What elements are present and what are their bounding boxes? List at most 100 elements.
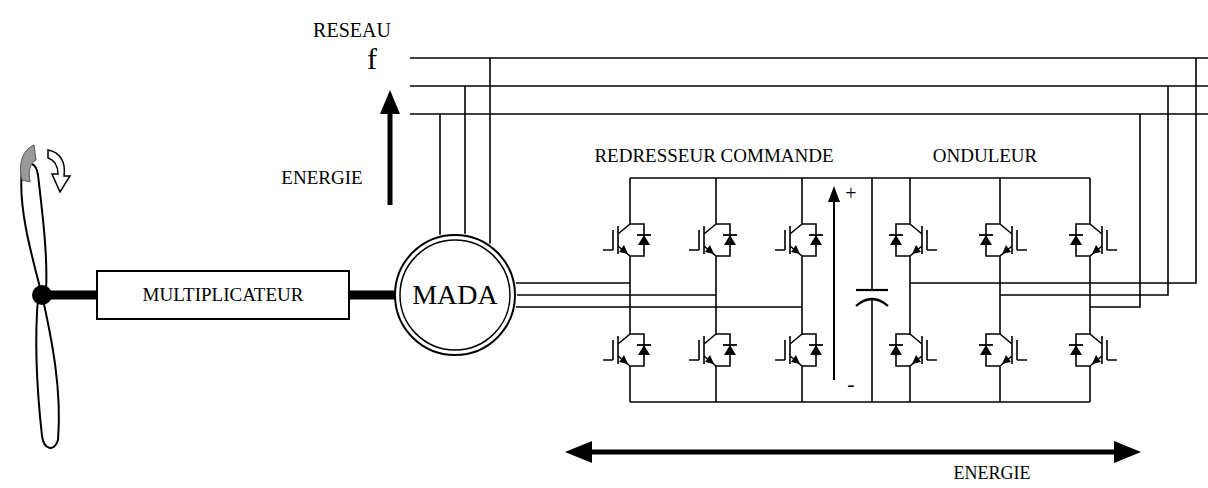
machine-circle: MADA xyxy=(393,233,517,357)
bridge-leg xyxy=(689,178,737,402)
polarity-sign: - xyxy=(847,372,854,396)
leg-wire xyxy=(999,178,1001,224)
emitter-arrow xyxy=(1002,355,1011,364)
diode-bar xyxy=(809,344,823,346)
emitter-arrow xyxy=(912,355,921,364)
diode-bar xyxy=(809,234,823,236)
igbt-symbol xyxy=(896,334,937,366)
igbt-symbol xyxy=(775,224,816,256)
emitter-arrow xyxy=(1002,245,1011,254)
igbt-symbol xyxy=(896,224,937,256)
dc-rail xyxy=(630,177,1090,179)
leg-wire xyxy=(1089,178,1091,224)
capacitor-plate xyxy=(856,289,888,291)
leg-wire xyxy=(801,178,803,224)
dc-bus xyxy=(630,178,1090,402)
diode-symbol xyxy=(1070,345,1082,355)
igbt-symbol xyxy=(986,224,1027,256)
igbt-symbol xyxy=(1076,224,1117,256)
diode-bar xyxy=(889,234,903,236)
converter-label: REDRESSEUR COMMANDE xyxy=(594,146,833,167)
energy-arrow xyxy=(388,112,393,205)
diode-bar xyxy=(1069,344,1083,346)
stator-wire xyxy=(464,86,466,234)
diode-bar xyxy=(979,344,993,346)
blade-lower xyxy=(36,295,59,448)
energy-arrow xyxy=(588,450,1118,455)
igbt-symbol xyxy=(689,334,730,366)
gearbox-box: MULTIPLICATEUR xyxy=(96,270,350,320)
igbt-symbol xyxy=(986,334,1027,366)
bridge-leg xyxy=(1069,178,1117,402)
leg-wire xyxy=(629,366,631,402)
emitter-arrow xyxy=(912,245,921,254)
energy-label: ENERGIE xyxy=(954,464,1031,484)
energy-arrow-head xyxy=(380,90,400,114)
bridge-leg xyxy=(889,178,937,402)
igbt-symbol xyxy=(1076,334,1117,366)
igbt-symbol xyxy=(775,334,816,366)
leg-wire xyxy=(1089,366,1091,402)
diode-bar xyxy=(723,344,737,346)
blade-upper xyxy=(21,164,46,295)
diode-symbol xyxy=(1070,235,1082,245)
diode-symbol xyxy=(890,345,902,355)
energy-arrow-head xyxy=(1114,441,1141,463)
grid-phase xyxy=(410,57,1208,59)
stator-outline xyxy=(395,235,515,355)
dc-rail xyxy=(630,401,1090,403)
leg-wire xyxy=(715,178,717,224)
diode-bar xyxy=(889,344,903,346)
node-text: MULTIPLICATEUR xyxy=(143,285,304,306)
drive-shaft xyxy=(350,291,395,300)
rotation-arrow-head xyxy=(48,150,70,192)
grid-wire xyxy=(1000,86,1168,295)
capacitor-lead xyxy=(871,299,873,402)
rotation-arrow xyxy=(21,145,37,182)
node-text: MADA xyxy=(412,280,498,311)
diode-symbol xyxy=(980,345,992,355)
emitter-arrow xyxy=(791,355,800,364)
emitter-arrow xyxy=(1092,245,1101,254)
grid-phase xyxy=(410,113,1208,115)
igbt-symbol xyxy=(603,224,644,256)
leg-wire xyxy=(801,366,803,402)
rotor-wire xyxy=(516,306,802,308)
diode-symbol xyxy=(980,235,992,245)
igbt-symbol xyxy=(689,224,730,256)
capacitor-lead xyxy=(871,178,873,290)
diode-symbol xyxy=(638,345,650,355)
emitter-arrow xyxy=(705,355,714,364)
frequency-symbol: f xyxy=(367,42,377,75)
grid-lines xyxy=(410,58,1208,114)
diode-bar xyxy=(637,234,651,236)
emitter-arrow xyxy=(619,355,628,364)
diode-symbol xyxy=(810,345,822,355)
converter-label: ONDULEUR xyxy=(933,146,1038,167)
rotor-outline xyxy=(400,240,510,350)
converter-legs xyxy=(603,178,1117,402)
leg-wire xyxy=(801,256,803,334)
grid-wire xyxy=(910,58,1196,283)
energy-label: ENERGIE xyxy=(281,168,362,189)
diode-bar xyxy=(723,234,737,236)
diode-symbol xyxy=(810,235,822,245)
energy-arrow-head xyxy=(565,441,592,463)
diode-bar xyxy=(1069,234,1083,236)
diode-bar xyxy=(979,234,993,236)
bridge-leg xyxy=(603,178,651,402)
rotor-wire xyxy=(516,282,630,284)
leg-wire xyxy=(909,256,911,334)
bridge-leg xyxy=(979,178,1027,402)
emitter-arrow xyxy=(1092,355,1101,364)
polarity-sign: + xyxy=(845,182,856,204)
voltage-arrow xyxy=(833,200,835,380)
leg-wire xyxy=(629,178,631,224)
emitter-arrow xyxy=(705,245,714,254)
diode-symbol xyxy=(724,235,736,245)
grid-phase xyxy=(410,85,1208,87)
leg-wire xyxy=(909,178,911,224)
